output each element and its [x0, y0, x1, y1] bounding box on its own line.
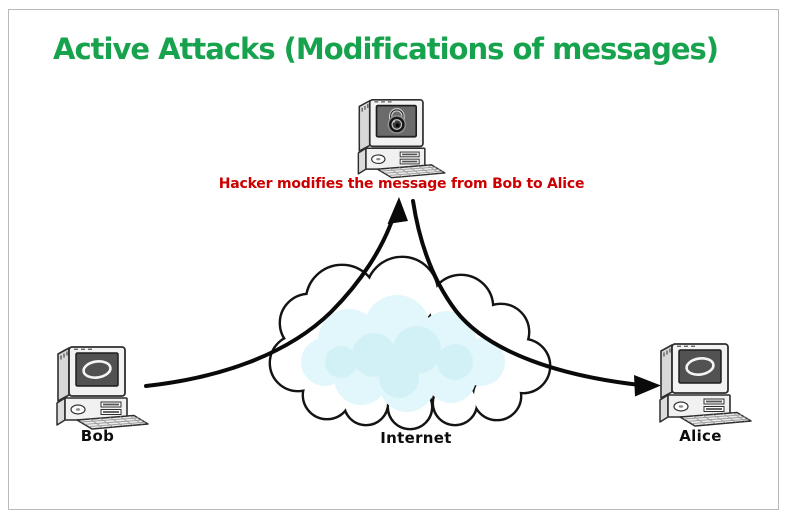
- internet-cloud: [268, 255, 552, 431]
- diagram-canvas: [56, 98, 752, 431]
- bob-to-hacker-arrow: [144, 197, 408, 388]
- slide-title: Active Attacks (Modifications of message…: [53, 32, 719, 66]
- screen-ellipse-icon: [82, 360, 112, 379]
- screen-ellipse-icon: [685, 357, 715, 376]
- hacker-computer-icon: [357, 98, 446, 179]
- arrowhead: [387, 197, 408, 224]
- bob-computer-icon: [56, 346, 149, 430]
- attack-annotation: Hacker modifies the message from Bob to …: [218, 176, 585, 192]
- bob-label: Bob: [80, 427, 115, 445]
- internet-label: Internet: [380, 429, 452, 447]
- hacker-to-alice-arrow: [411, 199, 661, 397]
- slide-frame: Active Attacks (Modifications of message…: [8, 9, 779, 510]
- lock-icon: [387, 108, 407, 134]
- arrowhead: [634, 375, 661, 397]
- alice-computer-icon: [659, 343, 752, 427]
- alice-label: Alice: [679, 427, 722, 445]
